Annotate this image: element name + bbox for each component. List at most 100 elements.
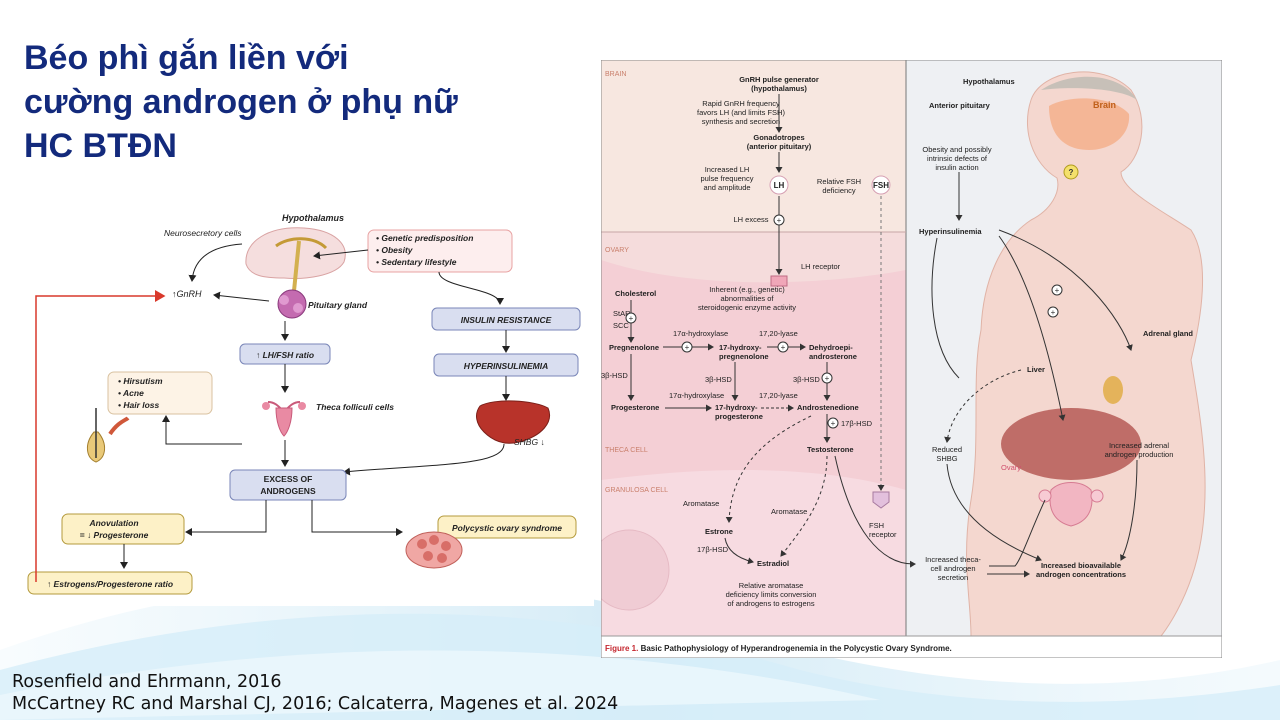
aromatase-1: Aromatase bbox=[683, 499, 719, 508]
gonadotropes-1: Gonadotropes bbox=[753, 133, 804, 142]
brain-panel bbox=[601, 60, 906, 232]
svg-text:+: + bbox=[685, 343, 690, 352]
fsh-receptor-2: receptor bbox=[869, 530, 897, 539]
fsh-receptor-shape bbox=[872, 491, 890, 509]
feedback-arrow bbox=[35, 290, 166, 582]
risk-factor-1: • Genetic predisposition bbox=[376, 233, 473, 243]
star: StAR bbox=[613, 309, 631, 318]
increased-bio-2: androgen concentrations bbox=[1036, 570, 1126, 579]
lh-bubble bbox=[769, 175, 789, 195]
obesity-2: intrinsic defects of bbox=[927, 154, 988, 163]
hydroxylase-2: 17α-hydroxylase bbox=[669, 391, 724, 400]
fsh-bubble bbox=[871, 175, 891, 195]
excess-androgens-box bbox=[229, 469, 347, 501]
symptom-1: • Hirsutism bbox=[118, 376, 163, 386]
inherent-3: steroidogenic enzyme activity bbox=[698, 303, 796, 312]
pregnenolone: Pregnenolone bbox=[609, 343, 659, 352]
body-illustration bbox=[966, 71, 1206, 637]
risk-factor-3: • Sedentary lifestyle bbox=[376, 257, 457, 267]
svg-text:+: + bbox=[831, 419, 836, 428]
hair-follicle-illustration bbox=[87, 408, 130, 463]
anovulation-line-1: Anovulation bbox=[88, 518, 138, 528]
relative-arom-2: deficiency limits conversion bbox=[726, 590, 817, 599]
brain-label: Brain bbox=[1093, 100, 1116, 110]
citation-line-2: McCartney RC and Marshal CJ, 2016; Calca… bbox=[12, 694, 619, 714]
ovary-label: Ovary bbox=[1001, 463, 1021, 472]
svg-text:+: + bbox=[777, 216, 782, 225]
relative-fsh-2: deficiency bbox=[822, 186, 856, 195]
title-line-2: cường androgen ở phụ nữ bbox=[24, 83, 458, 121]
increased-lh-2: pulse frequency bbox=[701, 174, 754, 183]
lyase-1: 17,20-lyase bbox=[759, 329, 798, 338]
pcos-box bbox=[437, 515, 577, 539]
increased-lh-1: Increased LH bbox=[705, 165, 750, 174]
section-granulosa: GRANULOSA CELL bbox=[605, 487, 668, 494]
fsh-bubble-label: FSH bbox=[873, 181, 889, 190]
lh-excess-label: LH excess bbox=[733, 215, 768, 224]
citation-line-1: Rosenfield and Ehrmann, 2016 bbox=[12, 672, 282, 692]
relative-arom-1: Relative aromatase bbox=[739, 581, 804, 590]
lh-receptor-label: LH receptor bbox=[801, 262, 841, 271]
estrogen-ratio-label: ↑ Estrogens/Progesterone ratio bbox=[47, 579, 173, 589]
gnrh-label: ↑GnRH bbox=[172, 289, 202, 299]
uterus-illustration bbox=[262, 401, 306, 437]
gnrh-pulse-2: (hypothalamus) bbox=[751, 84, 807, 93]
hydroxy-prog-2: progesterone bbox=[715, 412, 763, 421]
svg-text:+: + bbox=[781, 343, 786, 352]
shbg-label: SHBG ↓ bbox=[514, 437, 545, 447]
gonadotropes-2: (anterior pituitary) bbox=[747, 142, 812, 151]
lyase-2: 17,20-lyase bbox=[759, 391, 798, 400]
svg-text:+: + bbox=[1051, 308, 1056, 317]
insulin-resistance-label: INSULIN RESISTANCE bbox=[461, 315, 552, 325]
reduced-shbg-2: SHBG bbox=[936, 454, 957, 463]
androstenedione: Androstenedione bbox=[797, 403, 859, 412]
caption-rest: Basic Pathophysiology of Hyperandrogenem… bbox=[641, 644, 952, 653]
hydroxy-prog-1: 17-hydroxy- bbox=[715, 403, 758, 412]
hsd-3: 3β-HSD bbox=[793, 375, 820, 384]
lh-fsh-label: ↑ LH/FSH ratio bbox=[256, 350, 314, 360]
svg-text:+: + bbox=[1055, 286, 1060, 295]
pituitary-label: Pituitary gland bbox=[308, 300, 368, 310]
symptom-2: • Acne bbox=[118, 388, 144, 398]
obesity-1: Obesity and possibly bbox=[922, 145, 991, 154]
increased-theca-2: cell androgen bbox=[930, 564, 975, 573]
increased-theca-3: secretion bbox=[938, 573, 968, 582]
lh-receptor-shape bbox=[770, 275, 788, 287]
testosterone: Testosterone bbox=[807, 445, 854, 454]
relative-arom-3: of androgens to estrogens bbox=[727, 599, 814, 608]
aromatase-2: Aromatase bbox=[771, 507, 807, 516]
anterior-pituitary: Anterior pituitary bbox=[929, 101, 991, 110]
slide-title: Béo phì gắn liền với cường androgen ở ph… bbox=[24, 36, 584, 168]
symptoms-box bbox=[107, 371, 213, 415]
polycystic-ovary-illustration bbox=[405, 531, 463, 569]
risk-factor-2: • Obesity bbox=[376, 245, 414, 255]
estrone: Estrone bbox=[705, 527, 733, 536]
liver-label: Liver bbox=[1027, 365, 1045, 374]
section-brain: BRAIN bbox=[605, 71, 626, 78]
gnrh-pulse-1: GnRH pulse generator bbox=[739, 75, 819, 84]
reduced-shbg-1: Reduced bbox=[932, 445, 962, 454]
left-diagram-svg: Hypothalamus Neurosecretory cells ↑GnRH … bbox=[27, 213, 581, 595]
risk-factors-box bbox=[367, 229, 513, 273]
obesity-3: insulin action bbox=[935, 163, 978, 172]
hyperinsulinemia-label: HYPERINSULINEMIA bbox=[464, 361, 549, 371]
title-line-1: Béo phì gắn liền với bbox=[24, 39, 349, 77]
hypothalamus-label: Hypothalamus bbox=[282, 213, 344, 223]
rapid-gnrh-3: synthesis and secretion bbox=[702, 117, 780, 126]
estrogen-ratio-box bbox=[27, 571, 193, 595]
excess-line-2: ANDROGENS bbox=[260, 486, 316, 496]
anovulation-line-2: = ↓ Progesterone bbox=[80, 530, 149, 540]
fsh-receptor-1: FSH bbox=[869, 521, 884, 530]
pcos-label: Polycystic ovary syndrome bbox=[452, 523, 562, 533]
body-hypothalamus: Hypothalamus bbox=[963, 77, 1015, 86]
lh-bubble-label: LH bbox=[774, 181, 785, 190]
theca-label: Theca folliculi cells bbox=[316, 402, 394, 412]
inherent-2: abnormalities of bbox=[721, 294, 775, 303]
anovulation-box bbox=[61, 513, 185, 545]
hsd17-1: 17β-HSD bbox=[841, 419, 873, 428]
caption-bold: Figure 1. bbox=[605, 644, 638, 653]
symptom-3: • Hair loss bbox=[118, 400, 160, 410]
dhea-2: androsterone bbox=[809, 352, 857, 361]
question-icon bbox=[1063, 164, 1079, 180]
figure-caption: Figure 1. Basic Pathophysiology of Hyper… bbox=[605, 644, 952, 653]
